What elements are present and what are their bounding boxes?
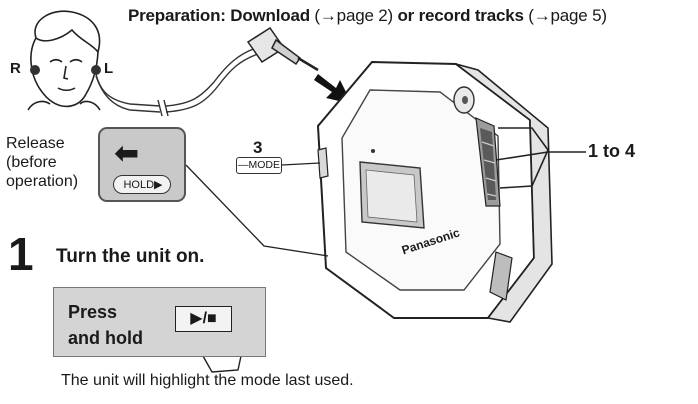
left-earbud-icon — [91, 65, 101, 75]
mode-note: The unit will highlight the mode last us… — [61, 372, 354, 389]
mode-button-icon — [317, 147, 329, 179]
record-page-ref: (→page 5) — [528, 6, 607, 25]
side-button-bracket — [495, 127, 586, 189]
mode-leader-line — [281, 162, 321, 166]
download-label: Download — [230, 6, 310, 25]
play-stop-button[interactable]: ▶/■ — [175, 306, 232, 332]
left-ear-label: L — [104, 60, 114, 77]
record-label: or record tracks — [397, 6, 524, 25]
headphone-plug-icon — [246, 26, 319, 72]
right-earbud-icon — [30, 65, 40, 75]
side-buttons-label: 1 to 4 — [588, 141, 636, 161]
hold-leader-line — [185, 164, 329, 257]
press-hold-instruction: Press and hold — [68, 302, 143, 348]
preparation-header: Preparation: Download (→page 2) or recor… — [128, 6, 607, 26]
release-instruction: Release (before operation) — [6, 135, 79, 190]
preparation-label: Preparation: — [128, 6, 226, 25]
mode-button-label[interactable]: —MODE — [236, 157, 282, 174]
listener-face-icon — [27, 10, 101, 111]
right-ear-label: R — [10, 60, 21, 77]
mode-step-number: 3 — [253, 138, 263, 157]
step-title: Turn the unit on. — [56, 246, 205, 267]
step-number: 1 — [8, 228, 34, 280]
hold-switch[interactable]: HOLD▶ — [113, 175, 171, 194]
earphone-cable — [95, 47, 259, 117]
player-device — [316, 60, 553, 323]
release-arrow-icon: ⬅ — [114, 137, 140, 170]
download-page-ref: (→page 2) — [314, 6, 393, 25]
